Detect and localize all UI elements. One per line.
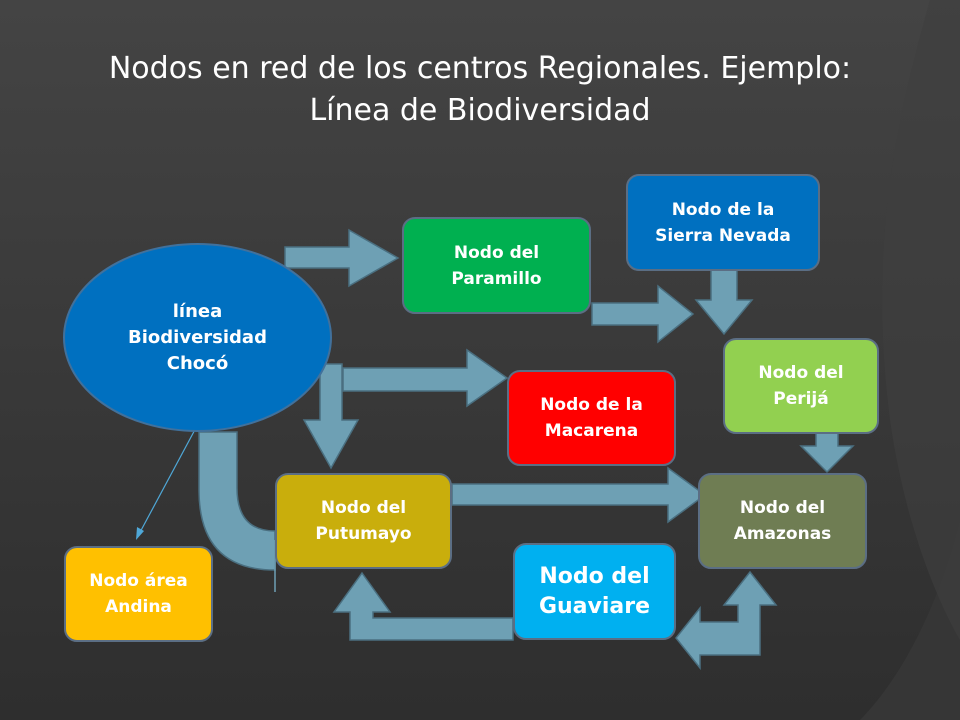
- node-linea-biodiversidad-choco[interactable]: línea Biodiversidad Chocó: [63, 243, 332, 432]
- arrow-perija-to-amazonas: [799, 431, 855, 474]
- arrow-guaviare-to-putumayo: [332, 571, 514, 641]
- node-label: línea Biodiversidad Chocó: [128, 300, 267, 374]
- node-paramillo[interactable]: Nodo del Paramillo: [402, 217, 591, 314]
- arrow-paramillo-to-sierra-area: [591, 284, 695, 344]
- node-sierra-nevada[interactable]: Nodo de la Sierra Nevada: [626, 174, 820, 271]
- node-label: Nodo del Amazonas: [733, 498, 832, 544]
- arrow-guaviare-to-amazonas: [675, 570, 778, 671]
- decorative-curve: [882, 0, 960, 640]
- node-amazonas[interactable]: Nodo del Amazonas: [698, 473, 867, 569]
- node-label: Nodo del Putumayo: [315, 498, 412, 544]
- title-line-1: Nodos en red de los centros Regionales. …: [108, 51, 852, 86]
- node-perija[interactable]: Nodo del Perijá: [723, 338, 879, 434]
- arrow-putumayo-to-amazonas: [451, 466, 707, 524]
- decorative-curve: [860, 520, 960, 720]
- arrowhead-andina: [136, 527, 144, 540]
- slide-title: Nodos en red de los centros Regionales. …: [40, 48, 920, 132]
- node-label: Nodo de la Sierra Nevada: [655, 199, 791, 246]
- node-label: Nodo del Perijá: [758, 363, 844, 409]
- arrow-choco-to-macarena: [342, 348, 509, 408]
- node-guaviare[interactable]: Nodo del Guaviare: [513, 543, 676, 640]
- node-label: Nodo del Guaviare: [538, 563, 651, 619]
- node-macarena[interactable]: Nodo de la Macarena: [507, 370, 676, 466]
- node-label: Nodo del Paramillo: [451, 242, 542, 289]
- node-putumayo[interactable]: Nodo del Putumayo: [275, 473, 452, 569]
- arrow-choco-to-paramillo: [284, 228, 400, 288]
- arrow-choco-to-putumayo: [302, 363, 360, 470]
- arrow-sierra-to-perija: [694, 264, 754, 336]
- node-area-andina[interactable]: Nodo área Andina: [64, 546, 213, 642]
- title-line-2: Línea de Biodiversidad: [309, 93, 651, 128]
- node-label: Nodo área Andina: [89, 571, 188, 617]
- line-choco-to-andina: [137, 423, 199, 537]
- connector-choco-to-putumayo-bent: [198, 431, 276, 571]
- node-label: Nodo de la Macarena: [540, 395, 643, 441]
